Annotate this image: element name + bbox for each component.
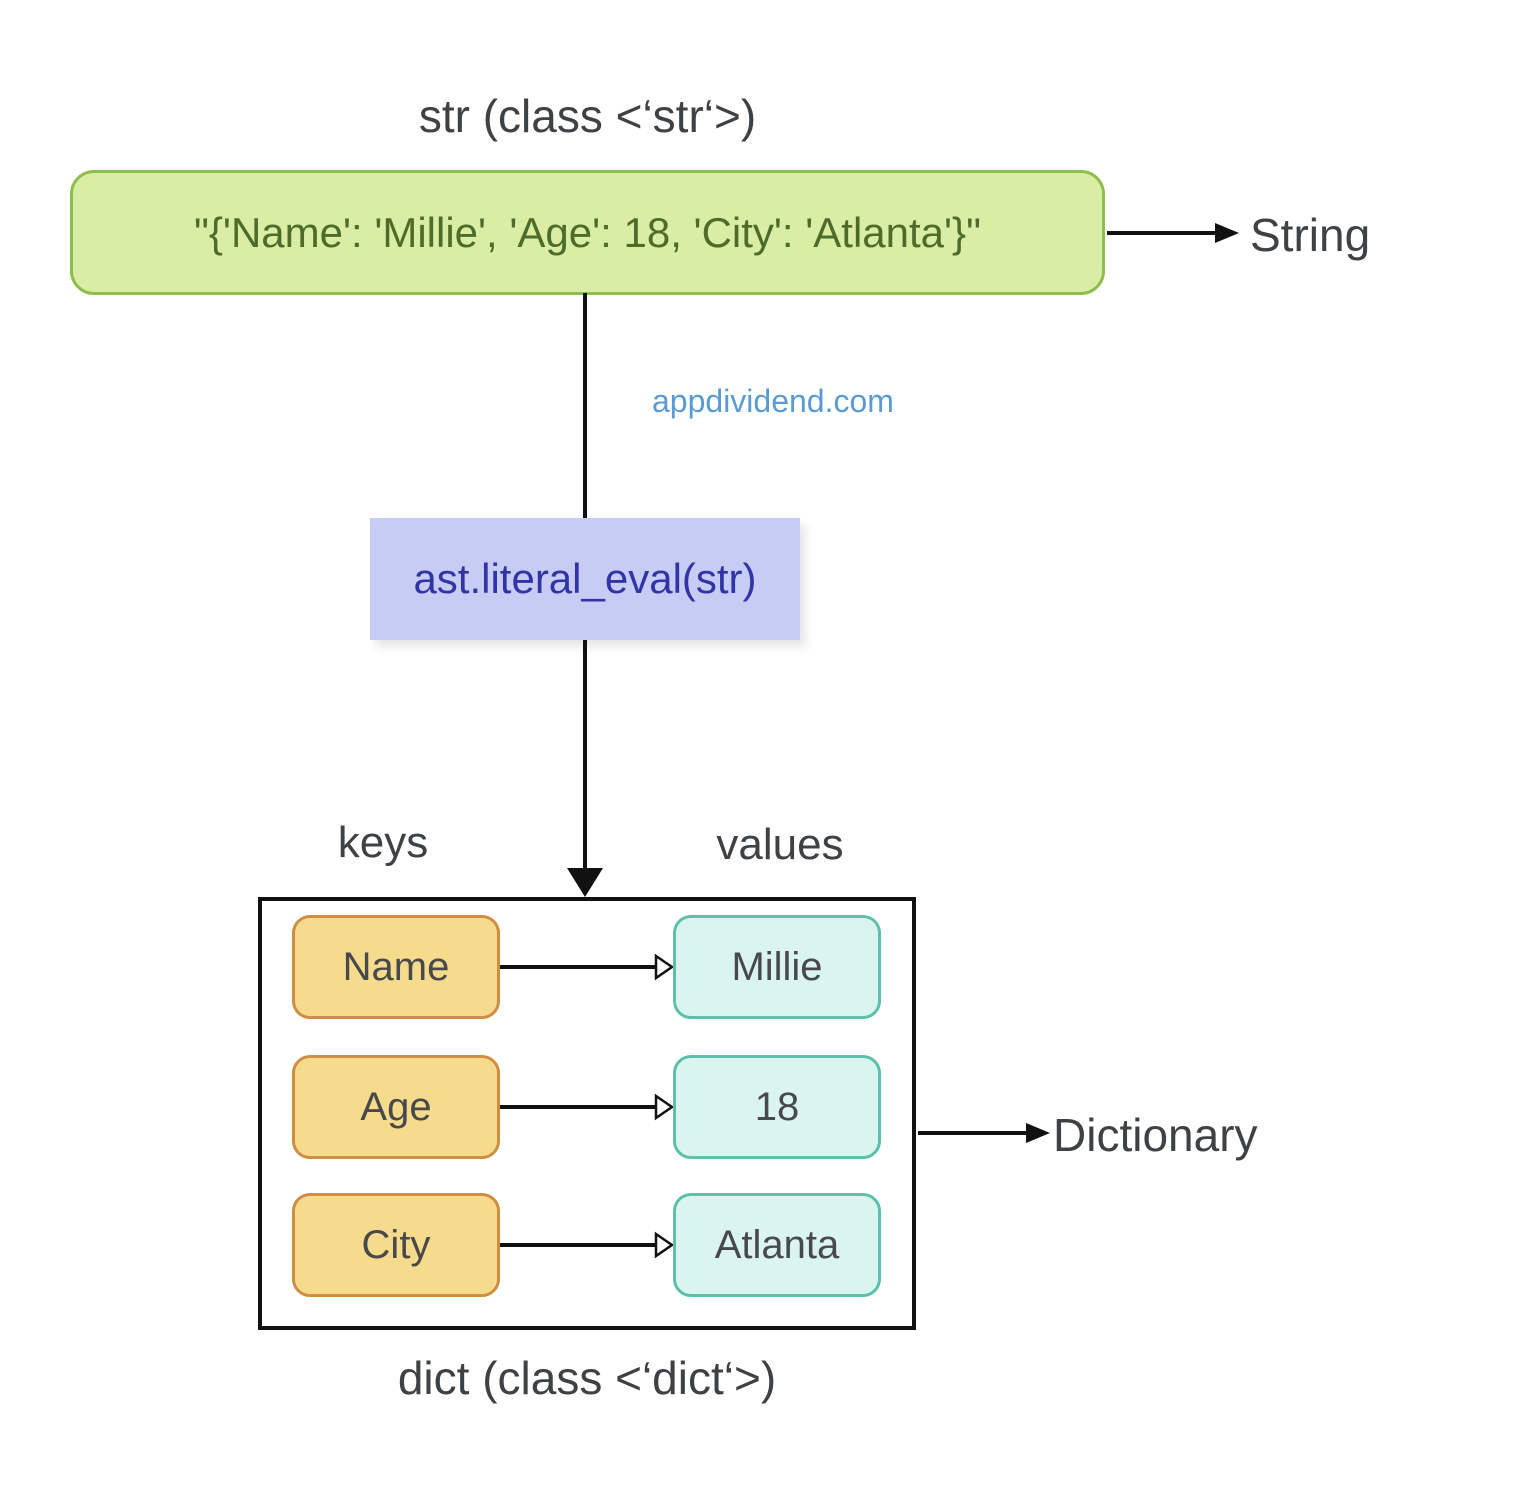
key-value-arrow <box>500 1093 675 1121</box>
string-arrow <box>1107 223 1239 243</box>
key-value-arrow <box>500 953 675 981</box>
value-node-label: Millie <box>731 944 823 989</box>
key-node-label: Age <box>360 1084 432 1129</box>
key-node-name: Name <box>292 915 500 1019</box>
dict-class-title: dict (class <‘dict‘>) <box>397 1352 777 1404</box>
value-node-label: Atlanta <box>714 1222 840 1267</box>
value-node-millie: Millie <box>673 915 881 1019</box>
keys-label: keys <box>337 818 429 867</box>
key-node-label: City <box>361 1222 431 1267</box>
right-arrow-icon <box>1215 223 1239 243</box>
str-class-title: str (class <‘str‘>) <box>418 90 757 142</box>
values-label: values <box>716 820 844 869</box>
string-label: String <box>1250 209 1371 261</box>
literal-eval-box: ast.literal_eval(str) <box>370 518 800 640</box>
dictionary-arrow <box>918 1123 1050 1143</box>
value-node-18: 18 <box>673 1055 881 1159</box>
open-right-arrow-icon <box>654 1093 675 1121</box>
watermark-text: appdividend.com <box>652 383 894 419</box>
value-node-label: 18 <box>754 1084 800 1129</box>
down-arrow-icon <box>567 868 603 897</box>
key-node-label: Name <box>342 944 450 989</box>
literal-eval-text: ast.literal_eval(str) <box>413 555 757 602</box>
string-value-box: "{'Name': 'Millie', 'Age': 18, 'City': '… <box>70 170 1105 295</box>
string-value-text: "{'Name': 'Millie', 'Age': 18, 'City': '… <box>194 208 981 256</box>
down-arrow <box>567 868 603 897</box>
key-node-age: Age <box>292 1055 500 1159</box>
open-right-arrow-icon <box>654 953 675 981</box>
value-node-atlanta: Atlanta <box>673 1193 881 1297</box>
dictionary-label: Dictionary <box>1053 1109 1258 1161</box>
right-arrow-icon <box>1026 1123 1050 1143</box>
key-value-arrow <box>500 1231 675 1259</box>
open-right-arrow-icon <box>654 1231 675 1259</box>
key-node-city: City <box>292 1193 500 1297</box>
